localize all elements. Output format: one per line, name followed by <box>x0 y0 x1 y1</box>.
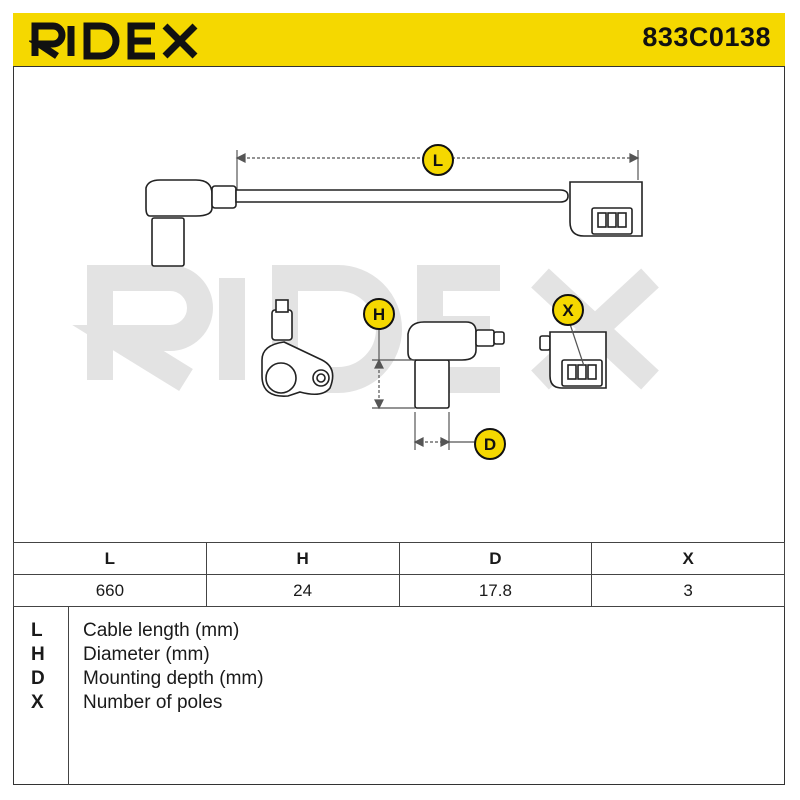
depth-dimension <box>413 412 476 450</box>
spec-value-cell: 3 <box>591 574 785 607</box>
legend-divider <box>68 607 69 785</box>
part-number: 833C0138 <box>642 22 771 52</box>
spec-table: L H D X 660 24 17.8 3 <box>13 542 785 607</box>
connector-view <box>539 331 607 389</box>
svg-text:H: H <box>373 305 385 324</box>
header-bar: 833C0138 <box>13 13 785 67</box>
spec-value-cell: 24 <box>205 574 400 607</box>
spec-header-row: L H D X <box>13 542 785 575</box>
spec-value-cell: 17.8 <box>398 574 593 607</box>
spec-header-cell: X <box>591 542 785 575</box>
spec-header-cell: L <box>13 542 207 575</box>
spec-header-cell: D <box>398 542 593 575</box>
spec-value-cell: 660 <box>13 574 207 607</box>
sensor-side-view <box>407 321 505 409</box>
spec-value-row: 660 24 17.8 3 <box>13 574 785 607</box>
legend: L Cable length (mm) H Diameter (mm) D Mo… <box>13 606 785 785</box>
legend-desc: Number of poles <box>83 692 223 713</box>
callout-l: L <box>422 144 454 176</box>
svg-text:X: X <box>562 301 574 320</box>
sensor-flange-view <box>261 299 334 397</box>
callout-x: X <box>552 294 584 326</box>
legend-key: X <box>31 692 44 713</box>
callout-d: D <box>474 428 506 460</box>
legend-key: D <box>31 668 45 689</box>
svg-text:L: L <box>433 151 443 170</box>
legend-key: H <box>31 644 45 665</box>
callout-h: H <box>363 298 395 330</box>
height-dimension <box>372 330 415 410</box>
sensor-top-view <box>145 179 643 267</box>
svg-text:D: D <box>484 435 496 454</box>
legend-desc: Mounting depth (mm) <box>83 668 264 689</box>
spec-header-cell: H <box>205 542 400 575</box>
legend-desc: Diameter (mm) <box>83 644 210 665</box>
ridex-logo <box>29 22 198 60</box>
technical-drawing: L H <box>72 144 659 460</box>
legend-key: L <box>31 620 43 641</box>
legend-desc: Cable length (mm) <box>83 620 240 641</box>
